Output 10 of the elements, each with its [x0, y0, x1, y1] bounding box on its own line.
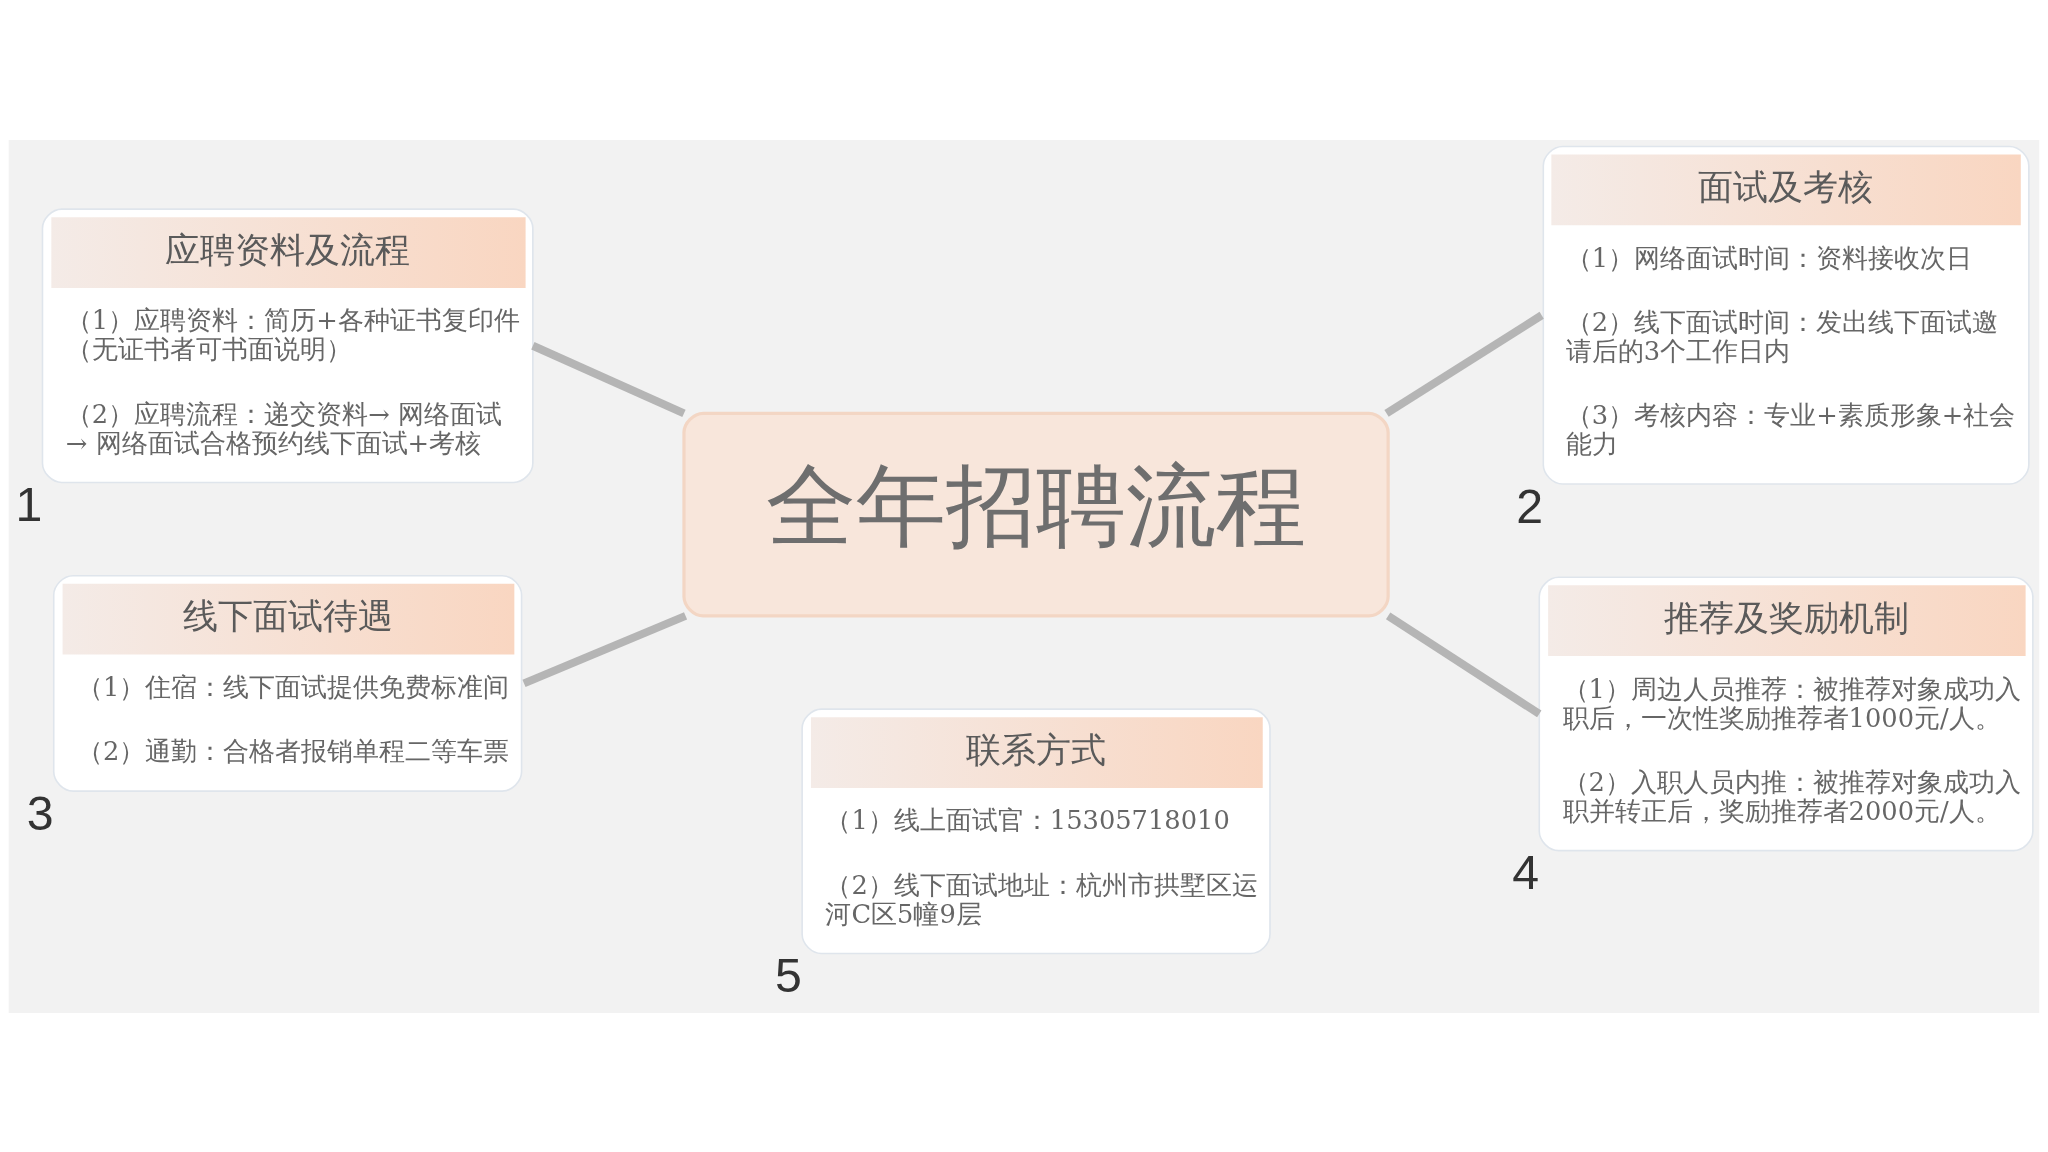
connector [531, 341, 686, 417]
node-label: 1 [15, 476, 43, 531]
node-box: 全年招聘流程 [682, 411, 1390, 617]
node-label: 5 [775, 947, 802, 1002]
node-label: 4 [1512, 844, 1540, 899]
connector [1385, 612, 1542, 717]
node-label: 2 [1516, 478, 1544, 533]
connector [522, 611, 688, 687]
connector [1384, 311, 1544, 417]
node-label: 3 [26, 785, 54, 840]
